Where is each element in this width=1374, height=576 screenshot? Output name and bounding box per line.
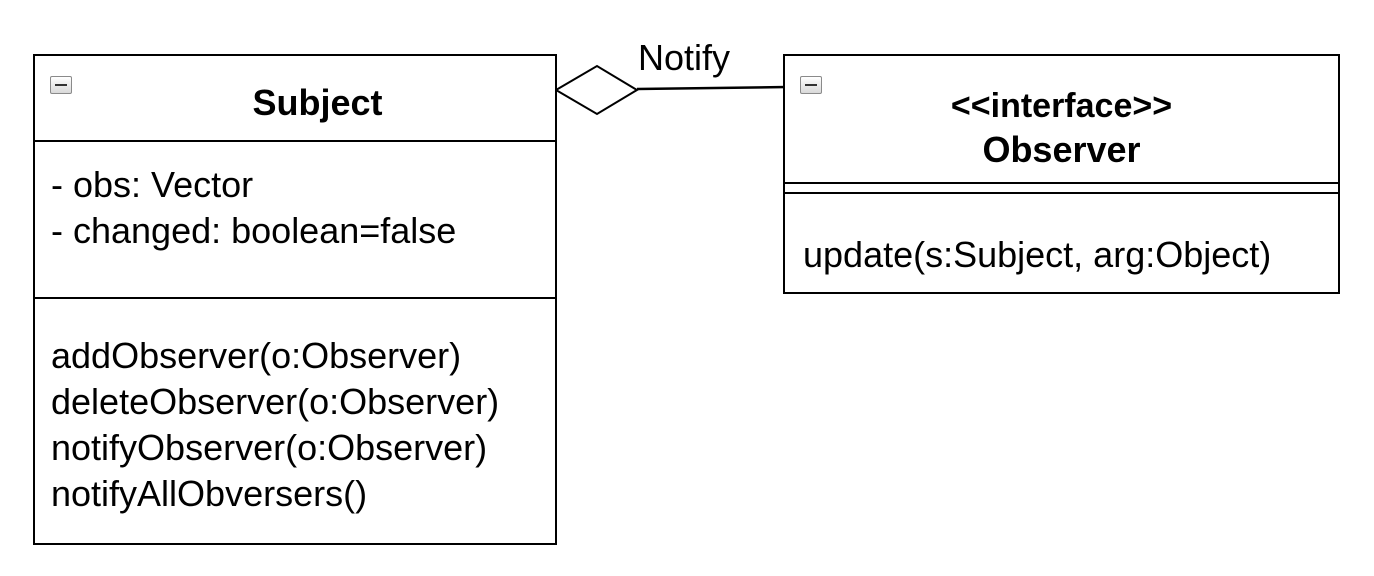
observer-operations: update(s:Subject, arg:Object) [785, 194, 1338, 292]
operation-item: notifyAllObversers() [51, 473, 368, 514]
collapse-minus-icon[interactable] [50, 76, 72, 94]
subject-attributes: - obs: Vector - changed: boolean=false [35, 142, 555, 299]
subject-operations: addObserver(o:Observer) deleteObserver(o… [35, 299, 555, 543]
association-label: Notify [638, 37, 731, 78]
operation-item: notifyObserver(o:Observer) [51, 427, 488, 468]
interface-stereotype: <<interface>> [950, 87, 1173, 125]
observer-interface-header: <<interface>> Observer [785, 56, 1338, 187]
empty-attributes-compartment [785, 182, 1338, 194]
observer-class-name: Observer [982, 129, 1141, 170]
association-line [636, 85, 788, 91]
collapse-minus-icon[interactable] [800, 76, 822, 94]
operation-item: update(s:Subject, arg:Object) [803, 234, 1272, 275]
attribute-item: - changed: boolean=false [51, 210, 457, 251]
operation-item: deleteObserver(o:Observer) [51, 381, 500, 422]
observer-interface[interactable]: <<interface>> Observer update(s:Subject,… [783, 54, 1340, 294]
attribute-item: - obs: Vector [51, 164, 254, 205]
subject-class-header: Subject [35, 56, 555, 142]
aggregation-diamond [554, 64, 639, 116]
subject-class[interactable]: Subject - obs: Vector - changed: boolean… [33, 54, 557, 545]
subject-class-name: Subject [252, 82, 383, 123]
operation-item: addObserver(o:Observer) [51, 335, 462, 376]
